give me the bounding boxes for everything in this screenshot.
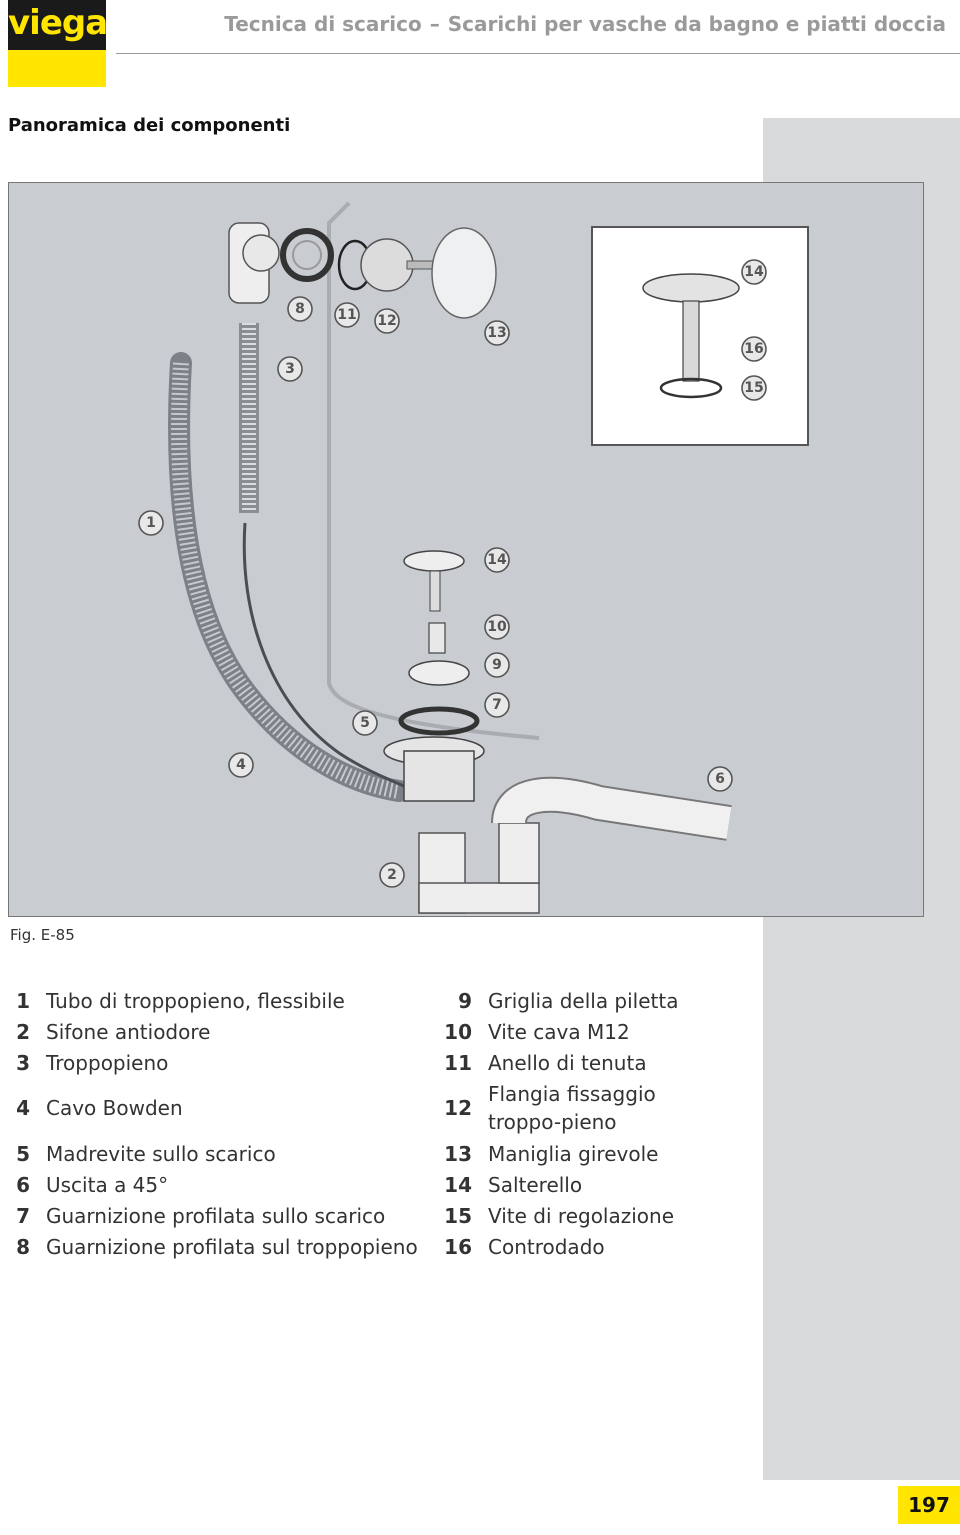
logo-text: viega xyxy=(8,3,108,43)
callout-11: 11 xyxy=(334,302,360,328)
callout-10: 10 xyxy=(484,614,510,640)
svg-text:1: 1 xyxy=(146,515,156,531)
svg-text:2: 2 xyxy=(387,867,397,883)
waste-body xyxy=(403,750,475,802)
component-drawing: 1 2 3 4 5 6 7 8 9 10 11 12 13 14 14 15 1… xyxy=(138,201,809,914)
viega-logo: viega xyxy=(8,0,108,87)
callout-1: 1 xyxy=(138,510,164,536)
overflow-flange xyxy=(360,238,414,292)
bowden-cable xyxy=(242,522,420,795)
overflow-outlet xyxy=(242,234,280,272)
header-separator: – xyxy=(429,12,440,36)
svg-text:8: 8 xyxy=(295,301,305,317)
callout-5: 5 xyxy=(352,710,378,736)
section-title: Panoramica dei componenti xyxy=(8,115,291,136)
svg-text:4: 4 xyxy=(236,757,246,773)
figure-caption: Fig. E-85 xyxy=(10,926,75,944)
svg-text:15: 15 xyxy=(744,380,763,396)
svg-text:14: 14 xyxy=(744,264,764,280)
svg-text:3: 3 xyxy=(285,361,295,377)
callout-12: 12 xyxy=(374,308,400,334)
overflow-tube-ribs xyxy=(171,362,401,799)
callout-16: 16 xyxy=(741,336,767,362)
callout-15: 15 xyxy=(741,375,767,401)
header-topic: Scarichi per vasche da bagno e piatti do… xyxy=(447,12,946,36)
trap-outlet xyxy=(498,822,540,884)
inset-adjust-arrow xyxy=(659,377,723,399)
svg-text:16: 16 xyxy=(744,341,763,357)
svg-text:6: 6 xyxy=(715,771,725,787)
svg-text:11: 11 xyxy=(337,307,356,323)
bowden-guide xyxy=(327,201,540,740)
svg-text:13: 13 xyxy=(487,325,506,341)
callout-13: 13 xyxy=(484,320,510,346)
detail-inset xyxy=(591,226,809,446)
page-number: 197 xyxy=(898,1486,960,1524)
inset-plug xyxy=(642,273,740,303)
svg-text:7: 7 xyxy=(492,697,502,713)
hollow-screw xyxy=(428,622,446,654)
callout-14-inset: 14 xyxy=(741,259,767,285)
svg-text:12: 12 xyxy=(377,313,396,329)
overflow-gasket xyxy=(280,228,334,282)
callout-7: 7 xyxy=(484,692,510,718)
grate xyxy=(408,660,470,686)
callout-6: 6 xyxy=(707,766,733,792)
page-header: Tecnica di scarico–Scarichi per vasche d… xyxy=(224,12,946,36)
header-category: Tecnica di scarico xyxy=(224,12,422,36)
svg-text:10: 10 xyxy=(487,619,507,635)
overflow-gasket-inner xyxy=(292,240,322,270)
callout-3: 3 xyxy=(277,356,303,382)
waste-gasket xyxy=(398,706,480,736)
callout-8: 8 xyxy=(287,296,313,322)
plug-stem xyxy=(429,570,441,612)
callout-9: 9 xyxy=(484,652,510,678)
waste-plug xyxy=(403,550,465,572)
callout-4: 4 xyxy=(228,752,254,778)
callout-14: 14 xyxy=(484,547,510,573)
inset-stem xyxy=(682,300,700,382)
outlet-45-fill xyxy=(493,778,732,839)
component-figure: 1 2 3 4 5 6 7 8 9 10 11 12 13 14 14 15 1… xyxy=(8,182,924,917)
callout-2: 2 xyxy=(379,862,405,888)
rotary-handle xyxy=(431,227,497,319)
logo-dark-band xyxy=(8,0,106,50)
header-divider xyxy=(116,53,960,54)
svg-text:5: 5 xyxy=(360,715,370,731)
trap-bend xyxy=(418,882,540,914)
svg-text:9: 9 xyxy=(492,657,502,673)
svg-text:14: 14 xyxy=(487,552,507,568)
